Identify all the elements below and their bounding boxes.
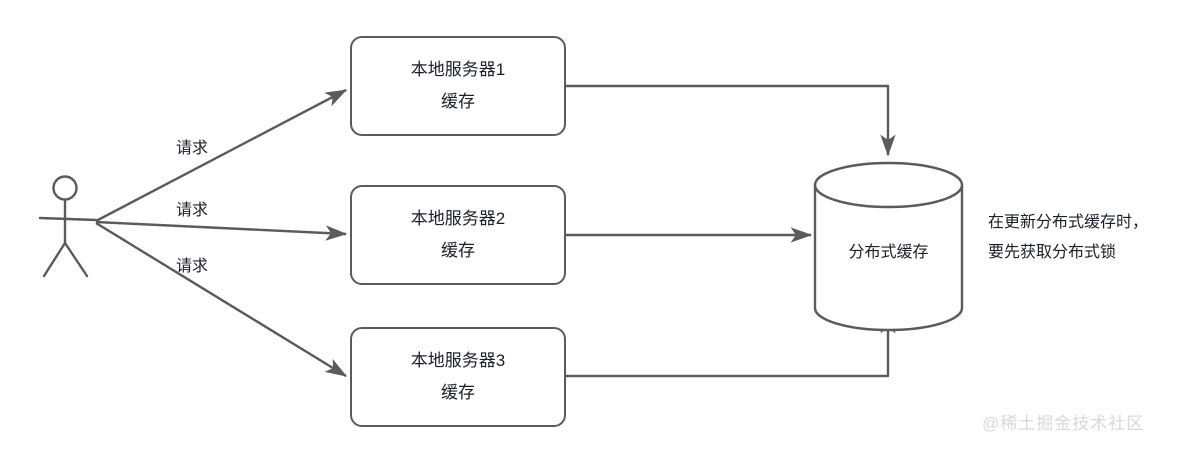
actor-arms <box>38 216 98 222</box>
edge-actor-to-server2 <box>95 220 348 241</box>
actor-head-icon <box>52 175 78 201</box>
datastore-label: 分布式缓存 <box>848 244 929 261</box>
watermark: @稀土掘金技术社区 <box>982 414 1145 433</box>
server-box-1-subtitle: 缓存 <box>441 92 475 111</box>
request-label-3: 请求 <box>176 258 209 275</box>
cylinder-body <box>813 183 964 332</box>
distributed-lock-note: 在更新分布式缓存时， 要先获取分布式锁 <box>988 208 1148 267</box>
distributed-lock-note-line-2: 要先获取分布式锁 <box>988 243 1117 261</box>
servers-to-datastore-edges <box>566 84 896 378</box>
actor-leg-right <box>63 241 89 278</box>
edge-server3-to-datastore <box>566 311 896 378</box>
edge-actor-to-server1 <box>95 88 348 223</box>
edge-server1-to-datastore <box>566 84 896 157</box>
request-label-2: 请求 <box>176 202 209 219</box>
server-box-3-title: 本地服务器3 <box>410 350 506 370</box>
server-box-1[interactable]: 本地服务器1 缓存 <box>350 36 566 136</box>
actor-figure <box>38 175 98 278</box>
server-box-3-subtitle: 缓存 <box>441 383 475 402</box>
server-box-2-subtitle: 缓存 <box>441 241 475 260</box>
server-box-2[interactable]: 本地服务器2 缓存 <box>350 185 566 285</box>
distributed-lock-note-line-1: 在更新分布式缓存时， <box>988 214 1149 231</box>
actor-to-servers-edges <box>95 88 348 378</box>
edge-actor-to-server3 <box>95 221 348 378</box>
distributed-cache-cylinder <box>813 161 964 332</box>
request-label-1: 请求 <box>176 140 209 157</box>
cylinder-top <box>813 161 964 209</box>
server-box-1-title: 本地服务器1 <box>410 59 506 79</box>
actor-leg-left <box>42 241 67 278</box>
server-box-2-title: 本地服务器2 <box>410 208 506 228</box>
server-box-3[interactable]: 本地服务器3 缓存 <box>350 327 566 427</box>
